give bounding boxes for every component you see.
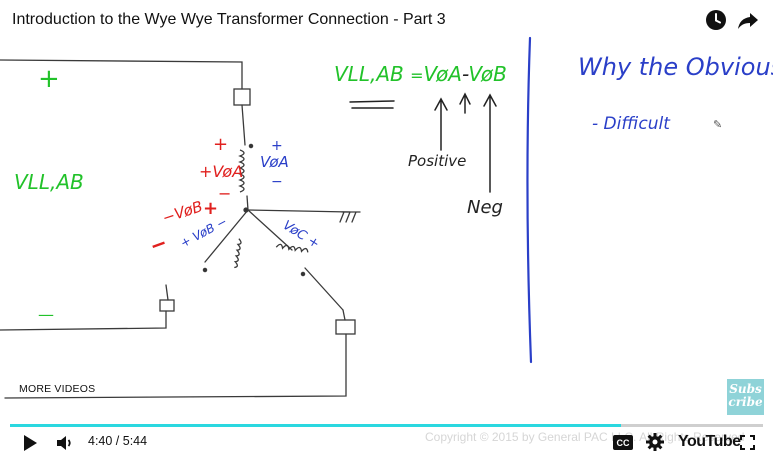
- copyright-watermark: Copyright © 2015 by General PAC LLC. All…: [425, 430, 745, 444]
- subscribe-button[interactable]: Subs cribe: [727, 379, 764, 415]
- negative-note: Neg: [467, 197, 503, 218]
- kvl-equation: VLL,AB =VøA-VøB: [334, 62, 507, 86]
- circuit-wiring: [0, 59, 361, 399]
- left-minus-sign: —: [38, 305, 54, 324]
- equation-minus: -: [461, 62, 469, 86]
- transformer-coils: [233, 149, 309, 269]
- winding-a-blue-plus: +: [271, 138, 283, 154]
- volume-button[interactable]: [56, 435, 74, 456]
- equation-equals: =: [410, 66, 424, 85]
- winding-b-red-plus: +: [203, 198, 219, 219]
- equation-term-a: VøA: [423, 62, 462, 86]
- subscribe-label-line1: Subs: [729, 382, 762, 396]
- fullscreen-button[interactable]: [740, 435, 755, 455]
- watch-later-button[interactable]: [705, 9, 729, 33]
- settings-button[interactable]: [646, 433, 664, 456]
- fullscreen-icon: [740, 435, 755, 450]
- progress-bar[interactable]: [10, 424, 763, 427]
- winding-a-red-label: +VøA: [199, 162, 244, 181]
- captions-button[interactable]: CC: [613, 435, 633, 455]
- board-strokes: [349, 36, 533, 364]
- question-note: Why the Obvious?: [578, 53, 773, 81]
- play-button[interactable]: [22, 434, 38, 457]
- winding-a-blue-label: VøA: [260, 153, 289, 171]
- difficult-note: - Difficult: [592, 114, 670, 134]
- progress-bar-fill: [10, 424, 622, 427]
- video-title[interactable]: Introduction to the Wye Wye Transformer …: [12, 11, 446, 28]
- subscribe-label-line2: cribe: [728, 395, 763, 409]
- control-bar: 4:40 / 5:44 Copyright © 2015 by General …: [0, 427, 773, 457]
- youtube-logo[interactable]: YouTube: [678, 433, 741, 450]
- left-plus-sign: +: [38, 64, 60, 94]
- volume-icon: [57, 436, 71, 450]
- share-arrow-icon: [738, 13, 758, 29]
- line-voltage-label: VLL,AB: [14, 170, 84, 194]
- winding-a-red-plus: +: [213, 134, 229, 155]
- cc-icon: CC: [613, 435, 633, 450]
- cursor-pen-icon: ✎: [713, 119, 723, 131]
- equation-term-b: VøB: [468, 62, 507, 86]
- time-display: 4:40 / 5:44: [88, 434, 148, 448]
- positive-note: Positive: [408, 152, 467, 170]
- more-videos-button[interactable]: MORE VIDEOS: [19, 383, 96, 395]
- equation-lhs: VLL,AB: [334, 62, 404, 86]
- winding-a-blue-minus: −: [271, 174, 283, 190]
- gear-icon: [646, 433, 664, 451]
- share-button[interactable]: [737, 9, 761, 33]
- svg-text:CC: CC: [617, 438, 630, 448]
- winding-a-red-minus: −: [218, 184, 232, 203]
- clock-icon: [706, 10, 726, 30]
- play-icon: [24, 435, 37, 451]
